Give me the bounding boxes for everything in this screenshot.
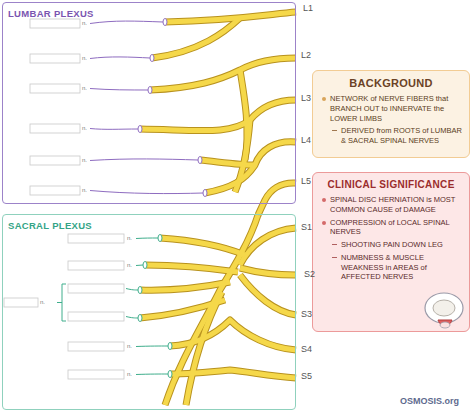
spinal-level: S1 [301, 222, 312, 232]
lumbar-leader-lines [90, 21, 203, 194]
nerve-suffix: n. [82, 20, 87, 26]
plexus-panel: SACRAL PLEXUS [2, 214, 296, 410]
panel-title: LUMBAR PLEXUS [3, 5, 99, 22]
nerve-suffix: n. [82, 55, 87, 61]
leader-rings [138, 19, 207, 197]
spinal-level: L2 [301, 50, 311, 60]
sub-bullet-text: DERIVED from ROOTS of LUMBAR & SACRAL SP… [319, 126, 463, 146]
blank-label-boxes [4, 19, 124, 379]
info-box: BACKGROUND NETWORK of NERVE FIBERS that B… [312, 70, 470, 158]
sub-bullet-text: SHOOTING PAIN DOWN LEG [319, 240, 463, 250]
info-box: CLINICAL SIGNIFICANCE SPINAL DISC HERNIAT… [312, 172, 470, 332]
bullet-text: NETWORK of NERVE FIBERS that BRANCH OUT … [319, 94, 463, 123]
sub-bullet-text: NUMBNESS & MUSCLE WEAKNESS in AREAS of A… [319, 253, 463, 282]
spinal-level: L4 [301, 135, 311, 145]
nerve-suffix: n. [82, 157, 87, 163]
nerve-suffix: n. [82, 125, 87, 131]
nerve-suffix: n. [82, 85, 87, 91]
nerve-suffix: n. [127, 343, 132, 349]
bullet-text: SPINAL DISC HERNIATION is MOST COMMON CA… [319, 195, 463, 215]
sacral-leader-lines [57, 238, 168, 375]
spinal-level: L3 [301, 93, 311, 103]
nerve-suffix: n. [127, 235, 132, 241]
vertebra-icon [425, 293, 463, 328]
spinal-level: S4 [301, 344, 312, 354]
spinal-level: L5 [301, 176, 311, 186]
plexus-panel: LUMBAR PLEXUS [2, 2, 296, 204]
spinal-level: S3 [301, 309, 312, 319]
bullet-text: COMPRESSION of LOCAL SPINAL NERVES [319, 218, 463, 238]
leader-rings [138, 235, 172, 378]
spinal-level: S2 [304, 269, 315, 279]
nerve-suffix: n. [82, 187, 87, 193]
box-fill [312, 70, 470, 158]
box-heading: BACKGROUND [319, 77, 463, 89]
spinal-level: L1 [303, 3, 313, 13]
box-heading: CLINICAL SIGNIFICANCE [319, 179, 463, 190]
nerve-suffix: n. [127, 262, 132, 268]
nerve-suffix: n. [127, 371, 132, 377]
nerve-suffix: n. [40, 299, 45, 305]
panel-title: SACRAL PLEXUS [3, 217, 97, 234]
spinal-level: S5 [301, 371, 312, 381]
logo-text: OSMOSIS.org [400, 396, 459, 406]
box-fill [312, 172, 470, 332]
